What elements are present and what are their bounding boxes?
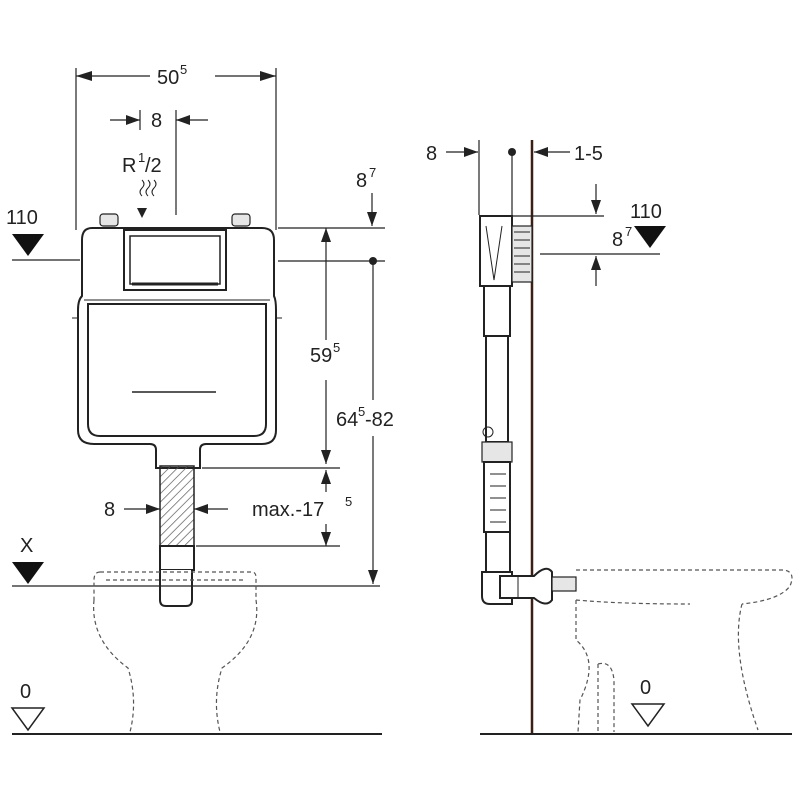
side-depth-left-label: 8 <box>426 143 437 165</box>
toilet-bowl-side <box>575 569 793 733</box>
arrow-icon <box>126 115 140 125</box>
inlet-offset-label: 8 <box>151 110 162 132</box>
inlet-label-group: R 1 /2 <box>122 150 162 218</box>
arrow-icon <box>76 71 92 81</box>
arrow-icon <box>260 71 276 81</box>
floor-marker-icon <box>10 707 46 732</box>
dim-width-main: 50 5 <box>75 62 277 230</box>
cistern-front <box>72 213 282 469</box>
height-total-sup: 5 <box>358 404 365 419</box>
pipe-width-label: 8 <box>104 499 115 521</box>
arrow-icon <box>534 147 548 157</box>
level-0-front-label: 0 <box>20 681 31 703</box>
dim-top-offset: 8 7 <box>278 165 385 262</box>
side-offset-sup: 7 <box>625 224 632 239</box>
level-x: X <box>12 535 380 587</box>
arrow-icon <box>591 200 601 214</box>
water-icon <box>139 179 157 197</box>
flush-pipe <box>159 465 195 607</box>
level-marker-icon <box>634 226 666 248</box>
level-0-side: 0 <box>480 677 792 735</box>
level-0-side-label: 0 <box>640 677 651 699</box>
inlet-label: R <box>122 155 136 177</box>
height-cistern-sup: 5 <box>333 340 340 355</box>
front-view: 50 5 8 R 1 /2 110 8 <box>6 62 394 735</box>
level-marker-icon <box>12 234 44 256</box>
arrow-icon <box>194 504 208 514</box>
arrow-icon <box>321 450 331 464</box>
level-0-front: 0 <box>10 681 382 735</box>
cistern-side <box>479 215 533 605</box>
arrow-icon <box>137 208 147 218</box>
side-ref-110-label: 110 <box>630 201 662 223</box>
arrow-icon <box>146 504 160 514</box>
side-offset-label: 8 <box>612 229 623 251</box>
level-x-label: X <box>20 535 33 557</box>
width-main-label: 50 <box>157 67 179 89</box>
arrow-icon <box>321 532 331 546</box>
ref-110-left: 110 <box>6 207 80 261</box>
arrow-icon <box>367 212 377 226</box>
inlet-sub: /2 <box>145 155 162 177</box>
side-outlet-pipe <box>499 567 577 605</box>
arrow-icon <box>321 228 331 242</box>
dim-height-total: 64 5 -82 <box>336 257 394 584</box>
arrow-icon <box>591 256 601 270</box>
height-total-label: 64 <box>336 409 358 431</box>
inlet-sup: 1 <box>138 150 145 165</box>
width-main-sup: 5 <box>180 62 187 77</box>
max-label: max.-17 <box>252 499 324 521</box>
height-cistern-label: 59 <box>310 345 332 367</box>
side-depth-range-label: 1-5 <box>574 143 603 165</box>
dim-max: max.-17 5 <box>196 470 352 547</box>
floor-marker-icon <box>630 703 666 728</box>
dim-side-offset: 8 7 110 <box>510 184 666 286</box>
max-label-sup: 5 <box>345 494 352 509</box>
toilet-bowl-front <box>93 571 258 733</box>
top-offset-label: 8 <box>356 170 367 192</box>
height-total-range: -82 <box>365 409 394 431</box>
dim-inlet-offset: 8 <box>110 110 208 215</box>
ref-110-left-label: 110 <box>6 207 38 229</box>
arrow-icon <box>464 147 478 157</box>
arrow-icon <box>176 115 190 125</box>
level-marker-icon <box>12 562 44 584</box>
dim-pipe-width: 8 <box>104 499 228 521</box>
dim-height-cistern: 59 5 <box>202 228 340 469</box>
side-view: 8 1-5 8 7 110 <box>426 140 793 735</box>
arrow-icon <box>368 570 378 584</box>
arrow-icon <box>321 470 331 484</box>
dim-side-depth: 8 1-5 <box>426 140 603 215</box>
top-offset-sup: 7 <box>369 165 376 180</box>
